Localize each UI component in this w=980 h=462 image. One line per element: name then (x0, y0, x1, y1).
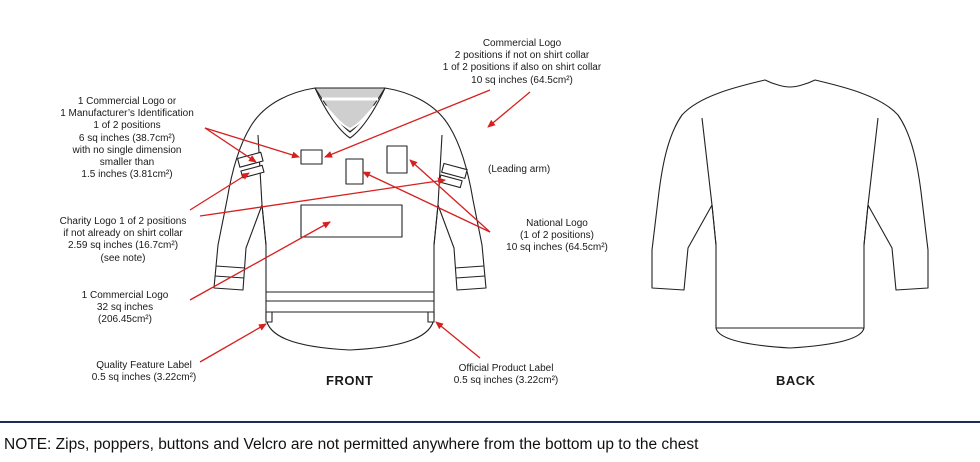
back-jersey-outline (651, 79, 929, 349)
jersey-diagram: Commercial Logo 2 positions if not on sh… (59, 38, 929, 388)
commercial-chest-box (300, 204, 403, 238)
front-jersey (213, 87, 487, 351)
official-label-tab (427, 311, 435, 323)
quality-label-tab (265, 311, 273, 323)
chest-logo-right-box (386, 145, 408, 174)
label-charity: Charity Logo 1 of 2 positions if not alr… (59, 216, 187, 264)
label-leading-arm: (Leading arm) (488, 164, 551, 175)
jersey-drawing (189, 79, 929, 363)
label-commercial-chest: 1 Commercial Logo 32 sq inches (206.45cm… (81, 290, 169, 326)
manufacturer-logo-box (300, 149, 323, 165)
callout-arrows (189, 89, 531, 363)
label-national: National Logo (1 of 2 positions) 10 sq i… (506, 218, 608, 254)
back-title: BACK (776, 373, 816, 388)
label-manufacturer: 1 Commercial Logo or 1 Manufacturer’s Id… (60, 96, 194, 181)
label-quality: Quality Feature Label 0.5 sq inches (3.2… (91, 360, 197, 384)
label-official: Official Product Label 0.5 sq inches (3.… (453, 363, 559, 387)
divider (0, 421, 980, 423)
back-jersey (651, 79, 929, 349)
front-title: FRONT (326, 373, 374, 388)
note-text: NOTE: Zips, poppers, buttons and Velcro … (4, 436, 699, 453)
label-commercial-top: Commercial Logo 2 positions if not on sh… (442, 38, 602, 86)
chest-logo-left-box (345, 158, 364, 185)
